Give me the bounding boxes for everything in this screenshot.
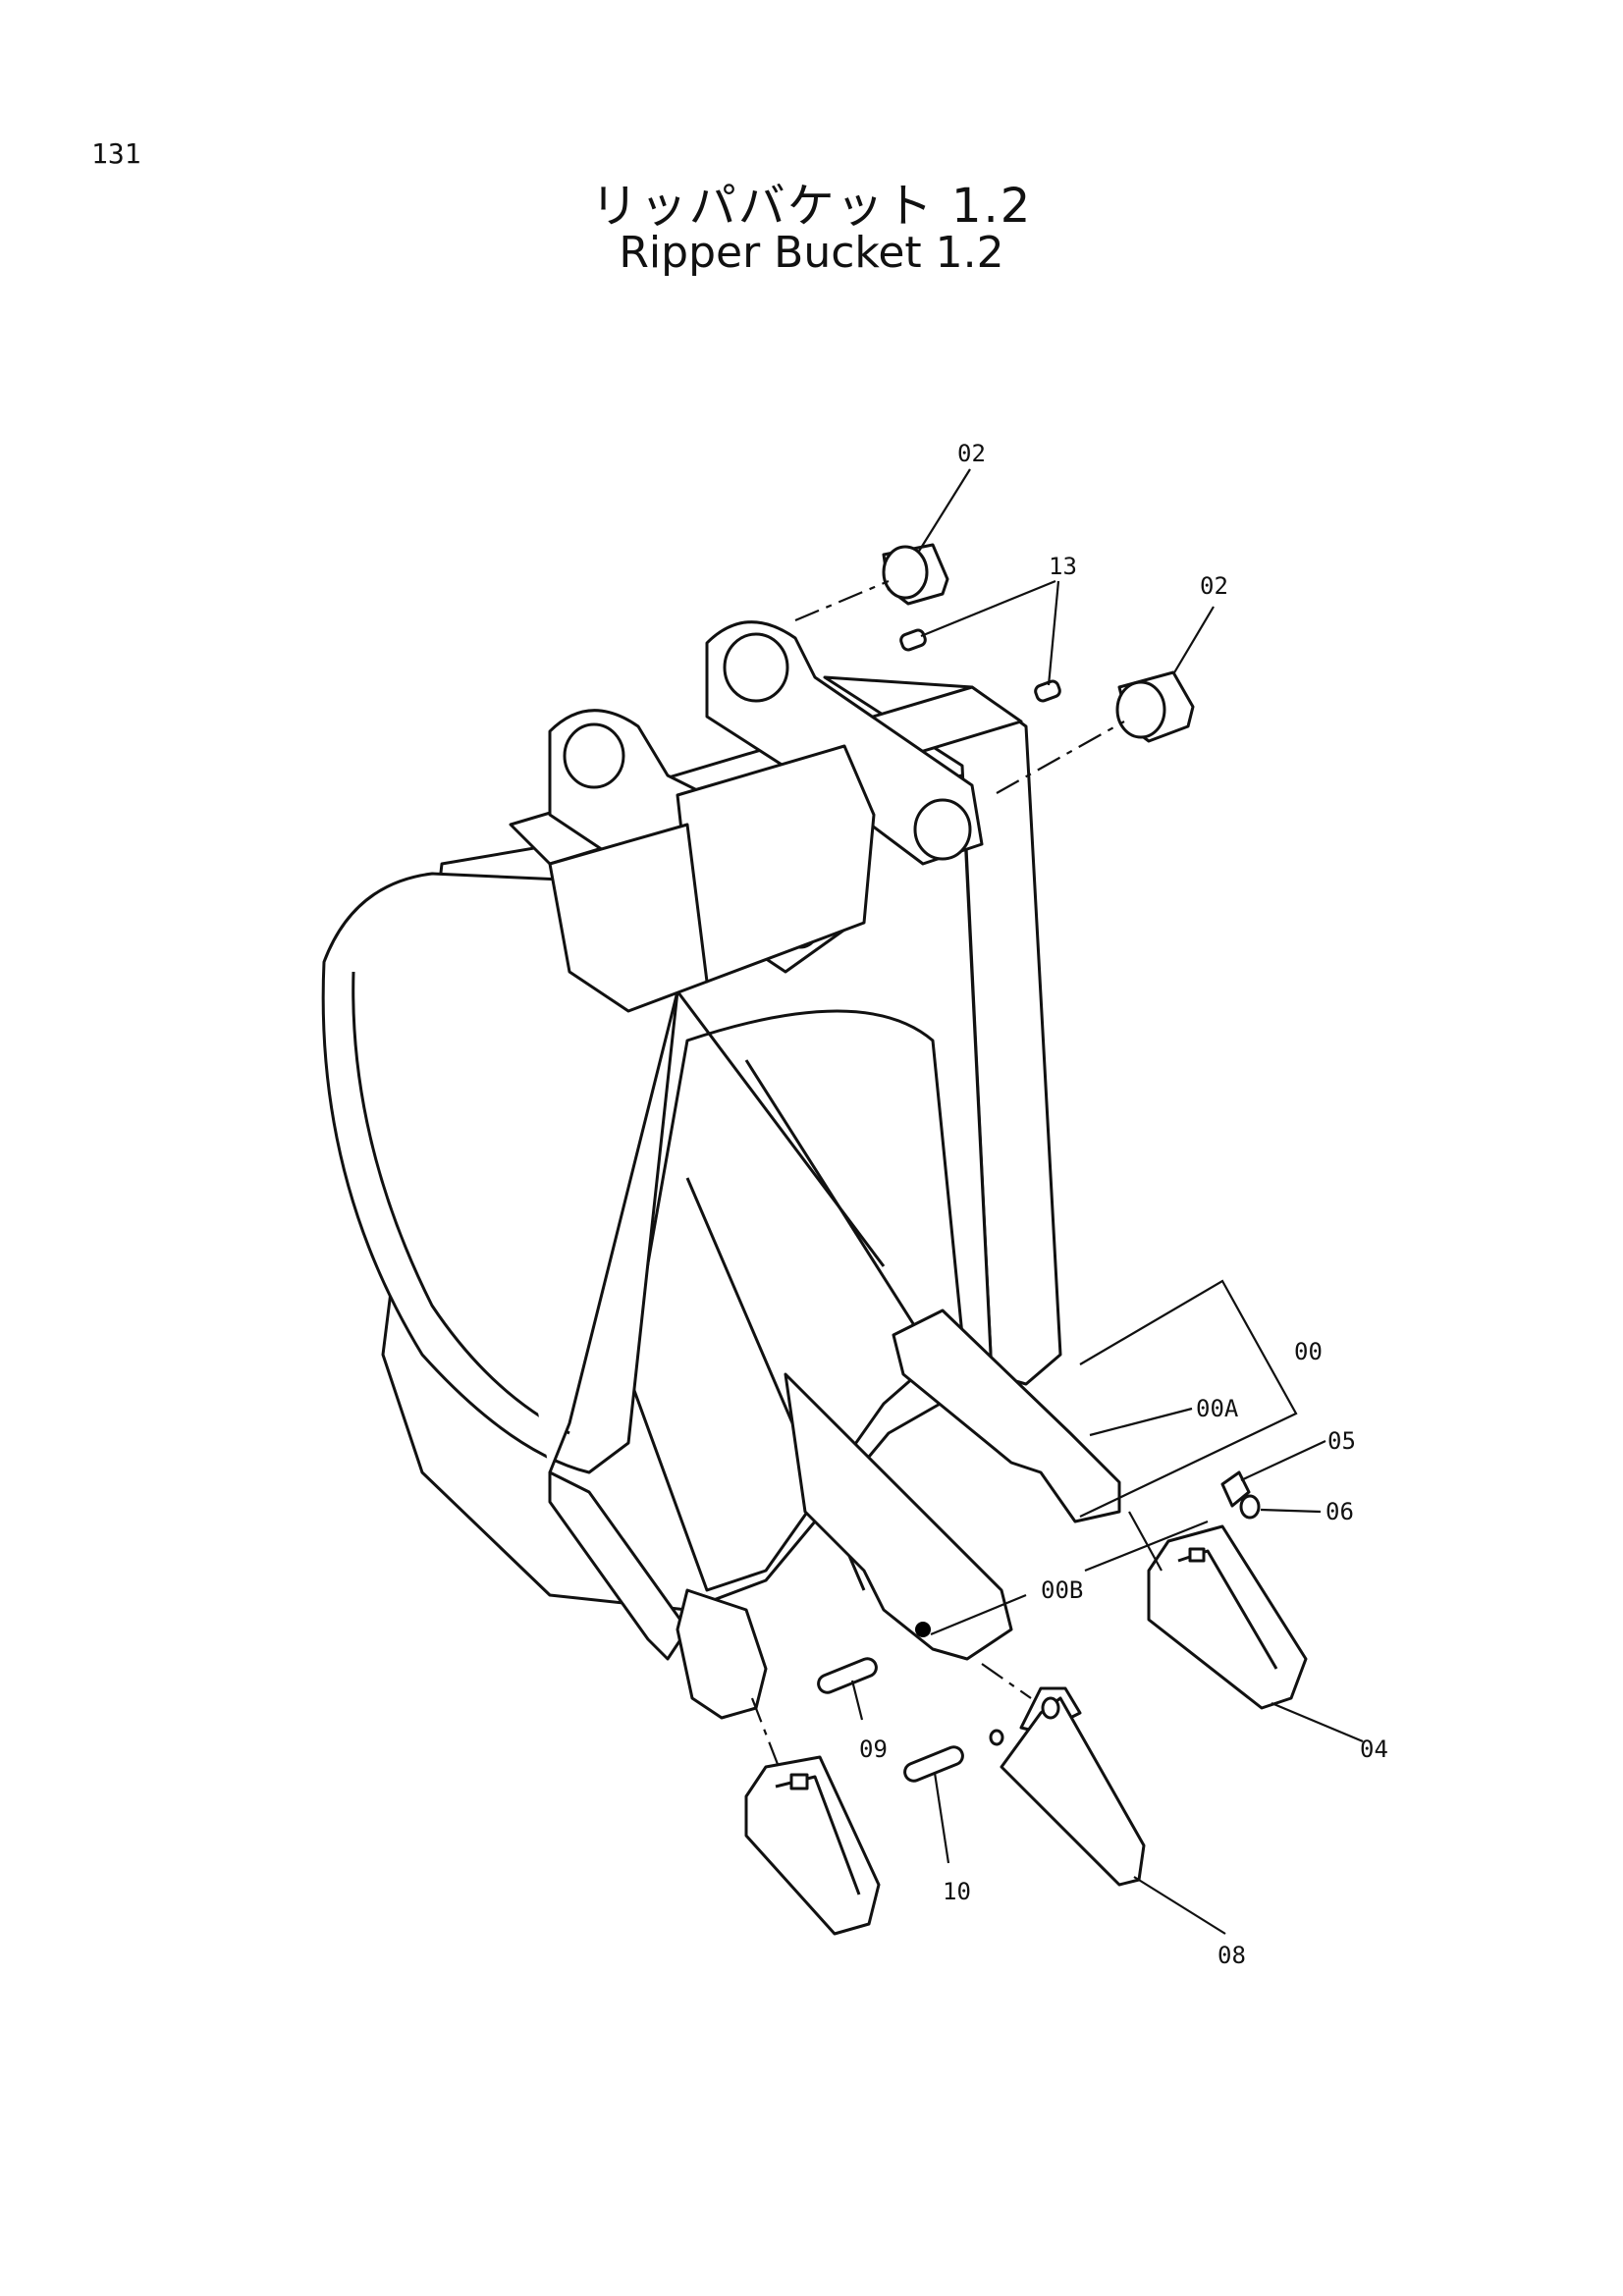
callout-00b: 00B	[1041, 1576, 1083, 1604]
pin-13-a	[899, 628, 927, 652]
bucket-side-cutter	[548, 1470, 689, 1661]
callout-04: 04	[1360, 1735, 1388, 1763]
tooth-04	[1147, 1524, 1308, 1710]
leader-lines	[750, 468, 1364, 1935]
bucket-rib	[744, 1059, 935, 1356]
callout-06: 06	[1325, 1498, 1354, 1525]
pin-10	[903, 1745, 964, 1783]
mounting-brackets	[548, 620, 984, 1013]
pin-13-b	[1034, 679, 1061, 703]
tooth-left	[744, 1755, 881, 1936]
callout-13: 13	[1049, 553, 1077, 580]
shank-00a	[892, 1308, 1121, 1523]
shank-pin-hole	[915, 1622, 931, 1637]
callout-02-upper: 02	[957, 440, 986, 467]
callout-10: 10	[943, 1878, 971, 1905]
bucket-floor	[626, 1009, 964, 1592]
shanks	[676, 1308, 1121, 1720]
bracket-left-hole	[563, 722, 625, 789]
callout-00a: 00A	[1196, 1395, 1239, 1422]
page-number: 131	[91, 137, 141, 170]
shank-left	[676, 1588, 768, 1720]
callout-00: 00	[1294, 1338, 1323, 1365]
bucket-side-inner	[352, 971, 570, 1435]
callout-09: 09	[859, 1735, 888, 1763]
callout-02-right: 02	[1200, 572, 1228, 600]
bracket-right-hole	[723, 632, 789, 703]
callout-08: 08	[1217, 1942, 1246, 1969]
pin-09	[817, 1657, 878, 1694]
callout-labels: 02 13 02 00 00A 05 06 00B 04 09 10 08	[859, 440, 1388, 1969]
title-english: Ripper Bucket 1.2	[619, 228, 1004, 278]
bracket-right-hole-lower	[913, 798, 972, 861]
washer-06	[1239, 1494, 1261, 1520]
tooth-08	[989, 1686, 1146, 1887]
bracket-boss-lower	[548, 823, 709, 1013]
title-japanese: リッパバケット 1.2	[590, 179, 1033, 234]
callout-05: 05	[1327, 1427, 1356, 1455]
bushing-upper	[882, 543, 949, 606]
bushing-right	[1115, 670, 1195, 743]
